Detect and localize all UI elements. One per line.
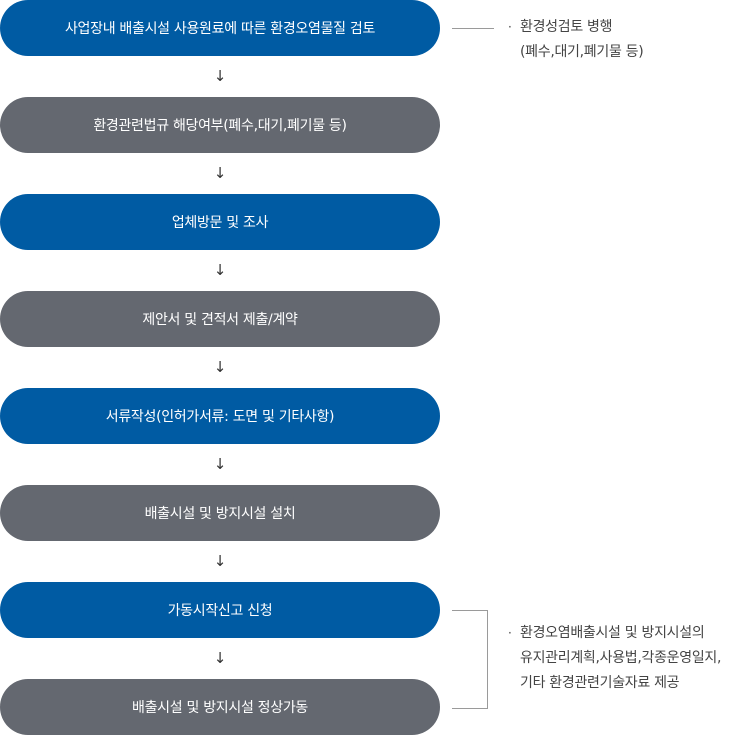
step-3-label: 업체방문 및 조사 bbox=[171, 215, 269, 231]
top-side-note: · 환경성검토 병행 (폐수,대기,폐기물 등) bbox=[508, 15, 644, 65]
bottom-note-line-1: 환경오염배출시설 및 방지시설의 bbox=[520, 625, 705, 641]
step-7-operation-report: 가동시작신고 신청 bbox=[0, 582, 440, 638]
step-2-regulation-check: 환경관련법규 해당여부(폐수,대기,폐기물 등) bbox=[0, 97, 440, 153]
top-note-line-1: 환경성검토 병행 bbox=[520, 19, 613, 35]
arrow-down-icon: ↓ bbox=[213, 67, 227, 85]
bottom-bracket-connector bbox=[452, 610, 488, 709]
bottom-note-line-3: 기타 환경관련기술자료 제공 bbox=[520, 675, 680, 691]
step-2-label: 환경관련법규 해당여부(폐수,대기,폐기물 등) bbox=[93, 118, 347, 134]
bottom-side-note: · 환경오염배출시설 및 방지시설의 유지관리계획,사용법,각종운영일지, 기타… bbox=[508, 621, 722, 696]
step-7-label: 가동시작신고 신청 bbox=[167, 603, 273, 619]
bottom-note-line-2: 유지관리계획,사용법,각종운영일지, bbox=[520, 650, 722, 666]
bullet-icon: · bbox=[508, 626, 512, 640]
step-6-label: 배출시설 및 방지시설 설치 bbox=[144, 506, 296, 522]
arrow-down-icon: ↓ bbox=[213, 164, 227, 182]
step-1-label: 사업장내 배출시설 사용원료에 따른 환경오염물질 검토 bbox=[64, 21, 376, 37]
step-5-document-preparation: 서류작성(인허가서류: 도면 및 기타사항) bbox=[0, 388, 440, 444]
step-8-normal-operation: 배출시설 및 방지시설 정상가동 bbox=[0, 679, 440, 735]
step-4-proposal-contract: 제안서 및 견적서 제출/계약 bbox=[0, 291, 440, 347]
step-6-facility-installation: 배출시설 및 방지시설 설치 bbox=[0, 485, 440, 541]
top-note-line-2: (폐수,대기,폐기물 등) bbox=[520, 44, 644, 60]
arrow-down-icon: ↓ bbox=[213, 455, 227, 473]
top-connector-line bbox=[452, 28, 494, 29]
step-3-site-visit: 업체방문 및 조사 bbox=[0, 194, 440, 250]
bullet-icon: · bbox=[508, 20, 512, 34]
arrow-down-icon: ↓ bbox=[213, 358, 227, 376]
step-8-label: 배출시설 및 방지시설 정상가동 bbox=[132, 700, 308, 716]
step-4-label: 제안서 및 견적서 제출/계약 bbox=[142, 312, 298, 328]
arrow-down-icon: ↓ bbox=[213, 649, 227, 667]
step-1-pollutant-review: 사업장내 배출시설 사용원료에 따른 환경오염물질 검토 bbox=[0, 0, 440, 56]
arrow-down-icon: ↓ bbox=[213, 261, 227, 279]
arrow-down-icon: ↓ bbox=[213, 552, 227, 570]
step-5-label: 서류작성(인허가서류: 도면 및 기타사항) bbox=[105, 409, 335, 425]
